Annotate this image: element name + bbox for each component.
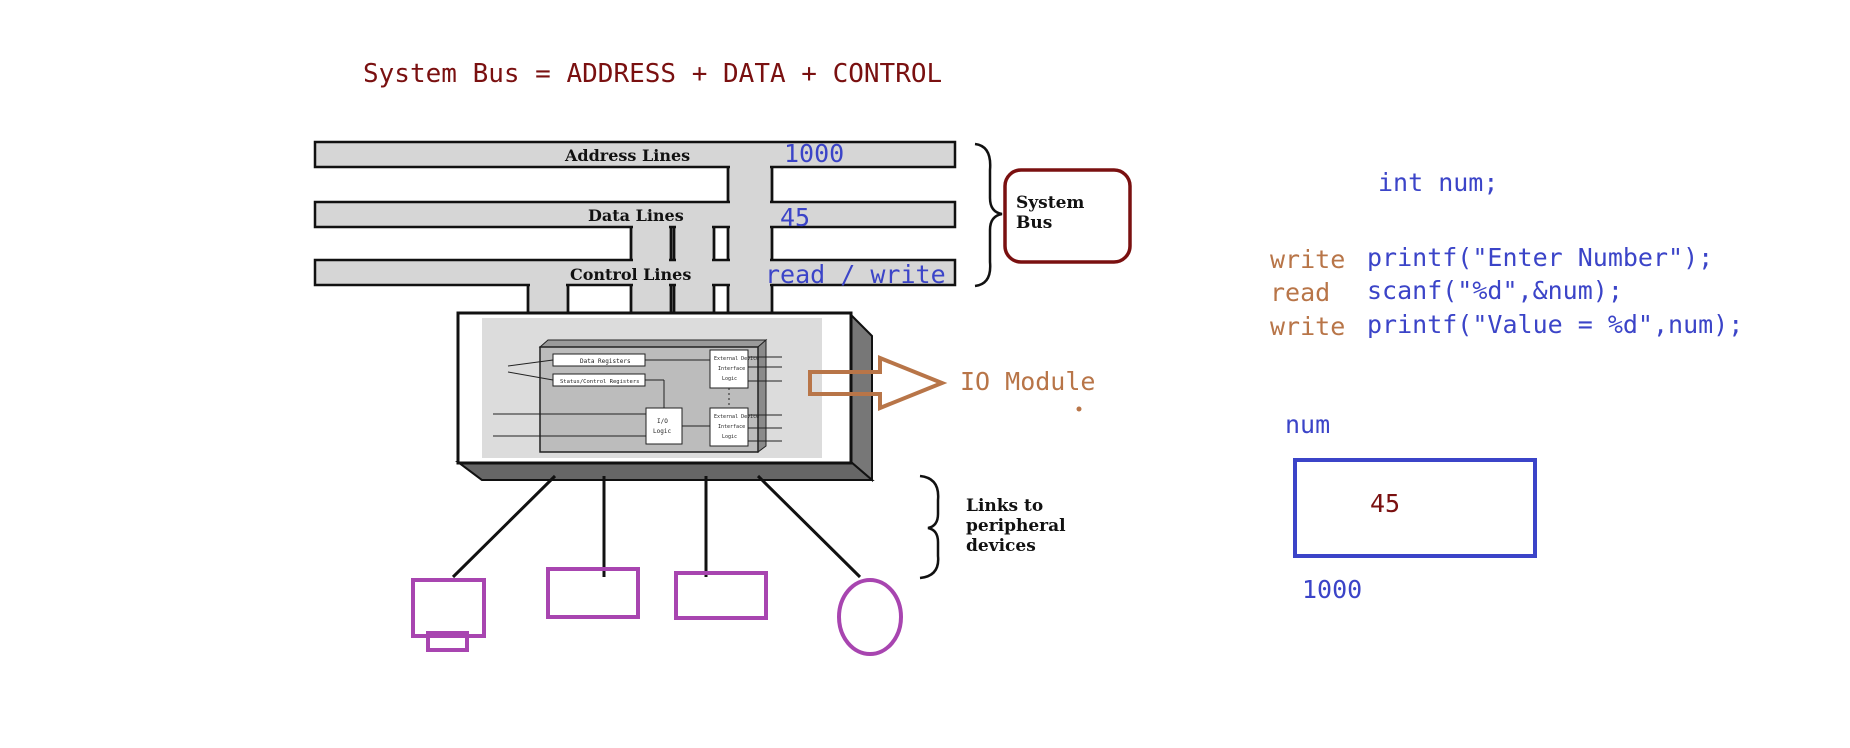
code-line-1: printf("Enter Number"); — [1367, 243, 1713, 272]
device-4 — [837, 578, 903, 656]
monitor-stand — [426, 631, 469, 652]
control-value: read / write — [765, 260, 946, 289]
code-line-2: scanf("%d",&num); — [1367, 276, 1623, 305]
system-bus-formula: System Bus = ADDRESS + DATA + CONTROL — [363, 59, 942, 89]
data-lines-label: Data Lines — [588, 206, 684, 225]
ext-bot-line1: External Device — [714, 414, 759, 420]
ext-bot-line2: Interface — [718, 424, 745, 430]
io-module-box: Data Registers Status/Control Registers … — [455, 311, 875, 483]
memory-cell — [1293, 458, 1537, 558]
system-bus-brace — [974, 142, 1003, 288]
links-label-line1: Links to — [966, 496, 1043, 516]
ext-top-line2: Interface — [718, 366, 745, 372]
system-bus-label-line1: System — [1016, 193, 1084, 213]
code-declaration: int num; — [1378, 168, 1498, 197]
monitor-device — [411, 578, 486, 638]
system-bus-box — [1003, 168, 1132, 264]
peripheral-devices — [411, 567, 903, 656]
bus-bars — [313, 140, 957, 287]
code-line-3: printf("Value = %d",num); — [1367, 310, 1743, 339]
data-lines-bar — [313, 200, 957, 229]
ext-bot-line3: Logic — [722, 434, 737, 440]
memory-var-name: num — [1285, 410, 1330, 439]
ext-top-line3: Logic — [722, 376, 737, 382]
memory-value: 45 — [1370, 489, 1400, 518]
io-module-arrow — [808, 355, 948, 411]
stray-dot — [1076, 406, 1082, 412]
data-value: 45 — [780, 203, 810, 232]
status-registers-label: Status/Control Registers — [560, 379, 639, 385]
address-lines-label: Address Lines — [564, 146, 690, 165]
links-brace — [919, 474, 940, 580]
peripheral-links — [451, 474, 862, 579]
data-registers-label: Data Registers — [580, 358, 631, 365]
code-tag-2: read — [1270, 278, 1330, 307]
device-2 — [546, 567, 640, 619]
memory-address: 1000 — [1302, 575, 1362, 604]
device-3 — [674, 571, 768, 620]
control-lines-label: Control Lines — [570, 265, 691, 284]
system-bus-label-line2: Bus — [1016, 213, 1052, 233]
code-tag-3: write — [1270, 312, 1345, 341]
io-logic-line2: Logic — [653, 428, 671, 435]
code-tag-1: write — [1270, 245, 1345, 274]
address-value: 1000 — [784, 139, 844, 168]
ext-top-line1: External Device — [714, 356, 759, 362]
links-label-line3: devices — [966, 536, 1036, 556]
links-label-line2: peripheral — [966, 516, 1066, 536]
address-lines-bar — [313, 140, 957, 169]
io-module-label: IO Module — [960, 367, 1095, 396]
io-logic-line1: I/O — [657, 418, 668, 425]
